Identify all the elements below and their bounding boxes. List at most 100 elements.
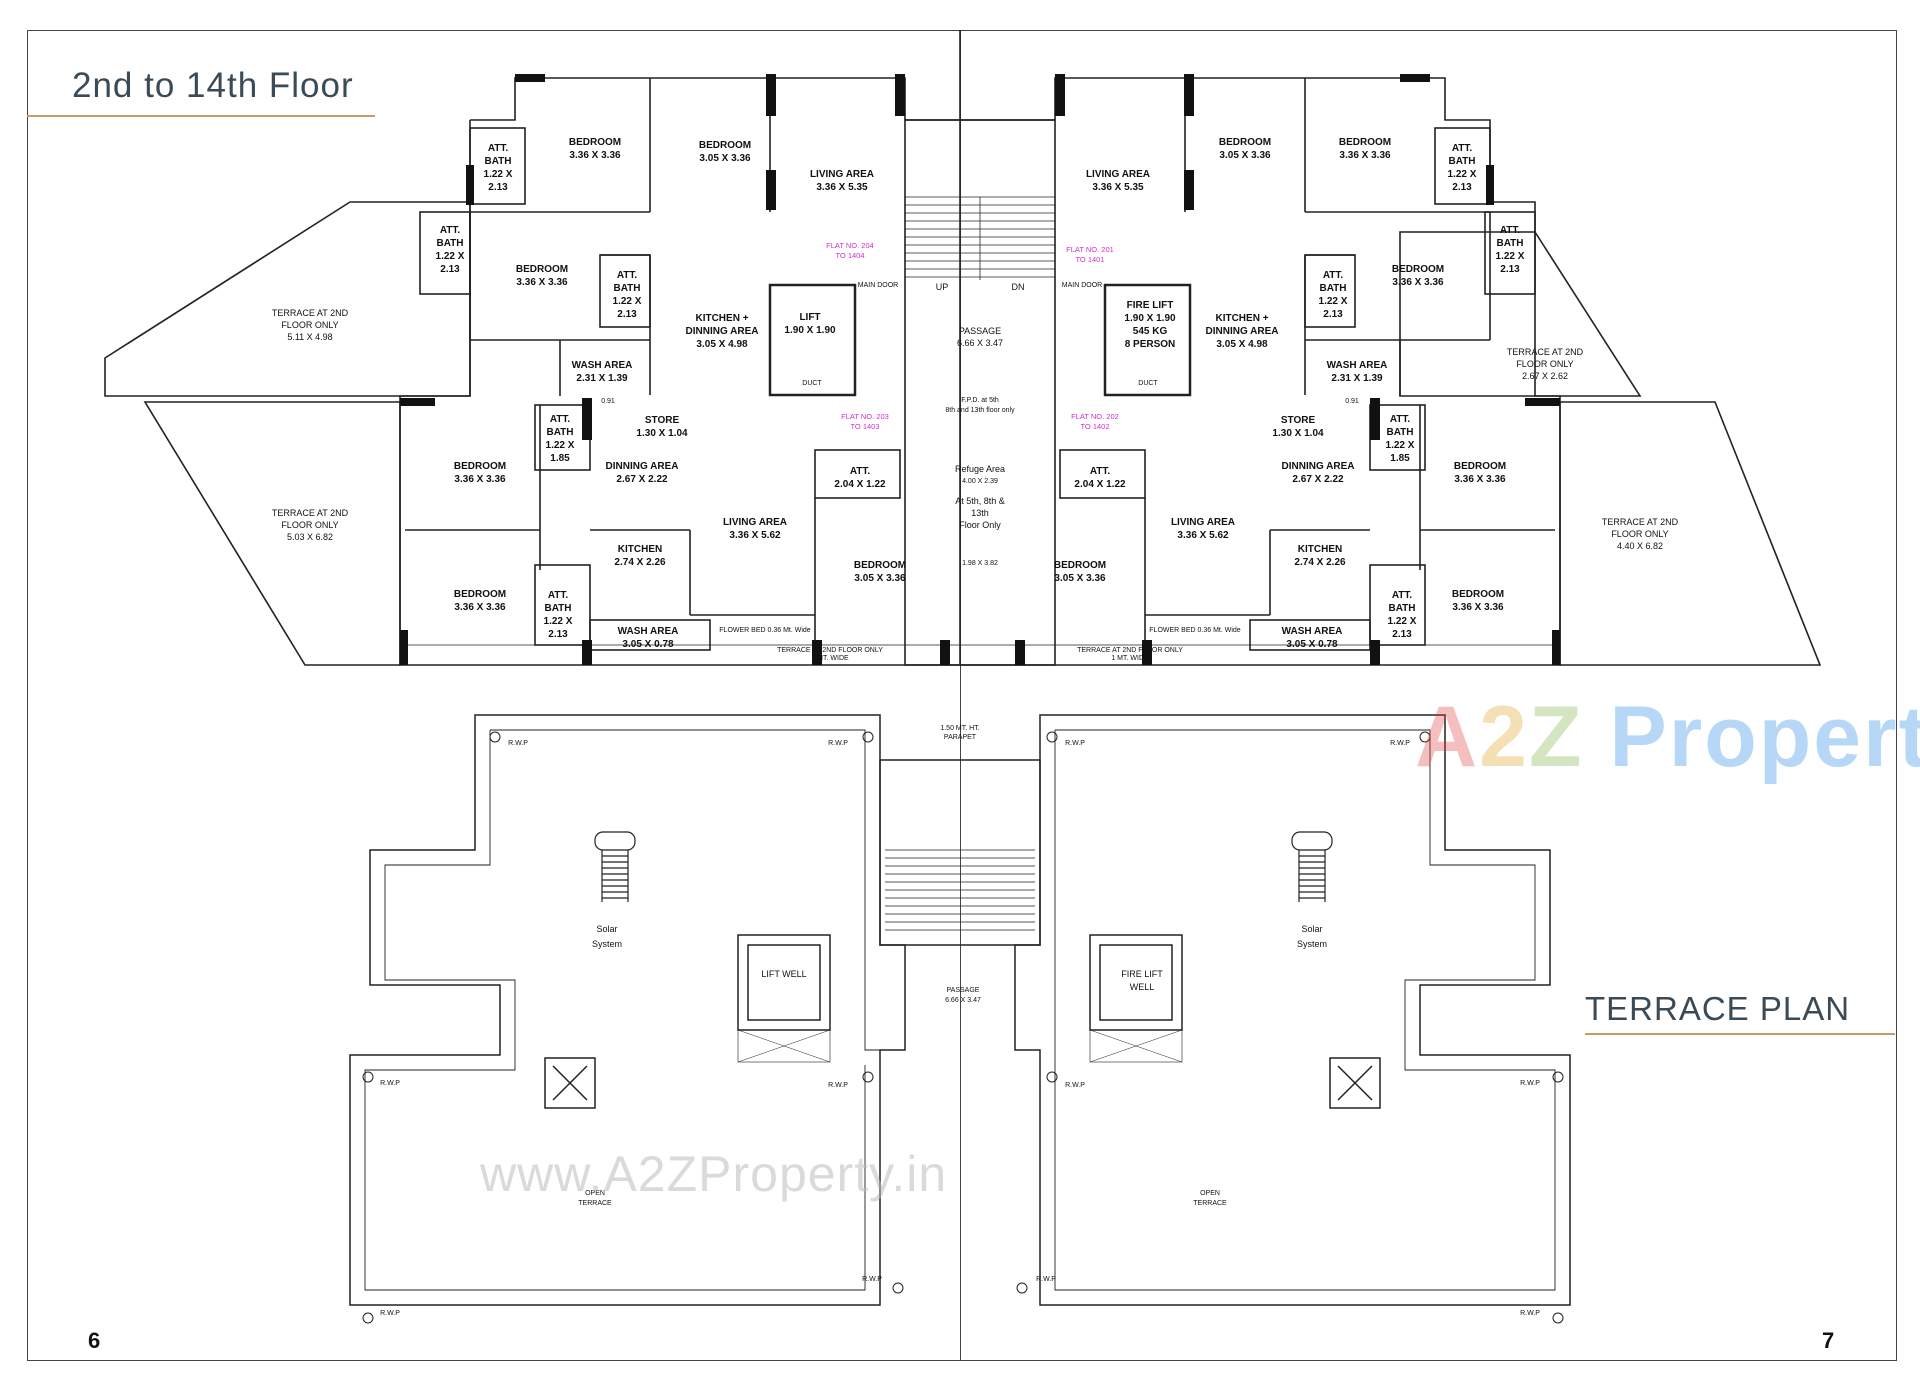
svg-text:BATH: BATH: [1388, 603, 1415, 614]
svg-text:WELL: WELL: [1130, 982, 1155, 992]
svg-text:1.90 X 1.90: 1.90 X 1.90: [784, 325, 836, 336]
svg-text:BATH: BATH: [436, 238, 463, 249]
svg-text:3.36 X 5.62: 3.36 X 5.62: [729, 530, 781, 541]
rwp-icon: [362, 731, 1564, 1324]
svg-text:R.W.P: R.W.P: [862, 1276, 882, 1283]
svg-text:FLOOR ONLY: FLOOR ONLY: [1611, 529, 1668, 539]
svg-text:Refuge Area: Refuge Area: [955, 464, 1005, 474]
title-underline: [27, 115, 375, 117]
svg-text:1.22 X: 1.22 X: [613, 296, 642, 307]
svg-text:TO 1404: TO 1404: [835, 251, 864, 260]
svg-text:1.22 X: 1.22 X: [1448, 169, 1477, 180]
svg-text:3.05 X 3.36: 3.05 X 3.36: [854, 573, 906, 584]
terrace-top-left: [104, 201, 471, 397]
svg-text:ATT.: ATT.: [1390, 414, 1411, 425]
svg-text:UP: UP: [936, 282, 949, 292]
svg-text:Solar: Solar: [1301, 924, 1322, 934]
svg-text:MAIN DOOR: MAIN DOOR: [858, 282, 898, 289]
svg-text:BEDROOM: BEDROOM: [569, 137, 621, 148]
svg-text:FLAT NO. 204: FLAT NO. 204: [826, 241, 874, 250]
terrace-title-underline: [1585, 1033, 1895, 1035]
svg-text:KITCHEN: KITCHEN: [618, 544, 662, 555]
svg-text:System: System: [1297, 939, 1327, 949]
svg-text:3.36 X 3.36: 3.36 X 3.36: [1454, 474, 1506, 485]
svg-text:F.P.D. at 5th: F.P.D. at 5th: [961, 397, 999, 404]
svg-text:WASH AREA: WASH AREA: [572, 360, 633, 371]
svg-text:LIFT WELL: LIFT WELL: [761, 969, 806, 979]
svg-text:TERRACE AT 2ND: TERRACE AT 2ND: [1602, 517, 1679, 527]
svg-text:R.W.P: R.W.P: [1065, 1082, 1085, 1089]
svg-text:BEDROOM: BEDROOM: [516, 264, 568, 275]
svg-text:ATT.: ATT.: [488, 143, 509, 154]
svg-text:2.13: 2.13: [548, 629, 568, 640]
svg-text:ATT.: ATT.: [1452, 143, 1473, 154]
page-spine: [960, 30, 961, 1361]
svg-text:TERRACE: TERRACE: [1193, 1200, 1227, 1207]
svg-text:2.31 X 1.39: 2.31 X 1.39: [1331, 373, 1383, 384]
svg-text:3.36 X 3.36: 3.36 X 3.36: [516, 277, 568, 288]
svg-text:8 PERSON: 8 PERSON: [1125, 339, 1176, 350]
terrace-plan-walls: [349, 714, 1571, 1306]
solar-panel-icon: [1291, 831, 1333, 902]
svg-text:3.36 X 5.35: 3.36 X 5.35: [1092, 182, 1144, 193]
svg-text:LIFT: LIFT: [799, 312, 820, 323]
svg-text:1.90 X 1.90: 1.90 X 1.90: [1124, 313, 1176, 324]
svg-text:FLOOR ONLY: FLOOR ONLY: [281, 320, 338, 330]
solar-panel-icon: [594, 831, 636, 902]
svg-text:5.03 X 6.82: 5.03 X 6.82: [287, 532, 333, 542]
skylight-left: [544, 1057, 596, 1109]
svg-text:1.85: 1.85: [1390, 453, 1410, 464]
svg-text:R.W.P: R.W.P: [828, 740, 848, 747]
svg-text:TO 1402: TO 1402: [1080, 422, 1109, 431]
svg-text:PARAPET: PARAPET: [944, 734, 977, 741]
svg-text:PASSAGE: PASSAGE: [959, 326, 1001, 336]
svg-text:STORE: STORE: [1281, 415, 1316, 426]
svg-text:FLOWER BED 0.36 Mt. Wide: FLOWER BED 0.36 Mt. Wide: [1149, 627, 1241, 634]
brochure-spread: [27, 30, 1897, 1361]
svg-text:3.05 X 3.36: 3.05 X 3.36: [1219, 150, 1271, 161]
terrace-stair-core: [879, 759, 1041, 946]
svg-text:DINNING AREA: DINNING AREA: [1206, 326, 1279, 337]
svg-text:TO 1403: TO 1403: [850, 422, 879, 431]
svg-text:ATT.: ATT.: [617, 270, 638, 281]
svg-text:OPEN: OPEN: [585, 1190, 605, 1197]
svg-text:FLAT NO. 202: FLAT NO. 202: [1071, 412, 1119, 421]
svg-text:BATH: BATH: [1448, 156, 1475, 167]
svg-text:3.05 X 3.36: 3.05 X 3.36: [1054, 573, 1106, 584]
svg-text:DN: DN: [1012, 282, 1025, 292]
svg-text:FLOOR ONLY: FLOOR ONLY: [1516, 359, 1573, 369]
skylight-right: [1329, 1057, 1381, 1109]
page-number-left: 6: [88, 1328, 101, 1353]
svg-text:TERRACE AT 2ND: TERRACE AT 2ND: [272, 308, 349, 318]
svg-text:1 MT. WIDE: 1 MT. WIDE: [1111, 655, 1149, 662]
svg-text:BATH: BATH: [1496, 238, 1523, 249]
svg-text:At 5th, 8th &: At 5th, 8th &: [955, 496, 1005, 506]
page-number-right: 7: [1822, 1328, 1835, 1353]
svg-text:3.36 X 3.36: 3.36 X 3.36: [1339, 150, 1391, 161]
svg-text:OPEN: OPEN: [1200, 1190, 1220, 1197]
svg-text:ATT.: ATT.: [1392, 590, 1413, 601]
svg-text:0.91: 0.91: [1345, 398, 1359, 405]
svg-text:2.13: 2.13: [1500, 264, 1520, 275]
svg-text:3.05 X 4.98: 3.05 X 4.98: [696, 339, 748, 350]
website-watermark: www.A2ZProperty.in: [480, 1146, 948, 1202]
svg-text:BEDROOM: BEDROOM: [1219, 137, 1271, 148]
terrace-bottom-right: [1559, 401, 1822, 666]
svg-text:4.40 X 6.82: 4.40 X 6.82: [1617, 541, 1663, 551]
svg-text:BEDROOM: BEDROOM: [854, 560, 906, 571]
lift-well-box: [737, 934, 831, 1031]
svg-text:LIVING AREA: LIVING AREA: [723, 517, 787, 528]
svg-text:KITCHEN: KITCHEN: [1298, 544, 1342, 555]
svg-text:TERRACE AT 2ND: TERRACE AT 2ND: [1507, 347, 1584, 357]
svg-text:3.36 X 3.36: 3.36 X 3.36: [454, 602, 506, 613]
svg-text:WASH AREA: WASH AREA: [618, 626, 679, 637]
svg-text:ATT.: ATT.: [1090, 466, 1111, 477]
svg-text:2.67 X 2.62: 2.67 X 2.62: [1522, 371, 1568, 381]
svg-text:1.22 X: 1.22 X: [546, 440, 575, 451]
svg-text:1.22 X: 1.22 X: [1388, 616, 1417, 627]
svg-text:BATH: BATH: [1386, 427, 1413, 438]
svg-text:BEDROOM: BEDROOM: [1452, 589, 1504, 600]
svg-text:R.W.P: R.W.P: [1065, 740, 1085, 747]
svg-text:BEDROOM: BEDROOM: [1339, 137, 1391, 148]
